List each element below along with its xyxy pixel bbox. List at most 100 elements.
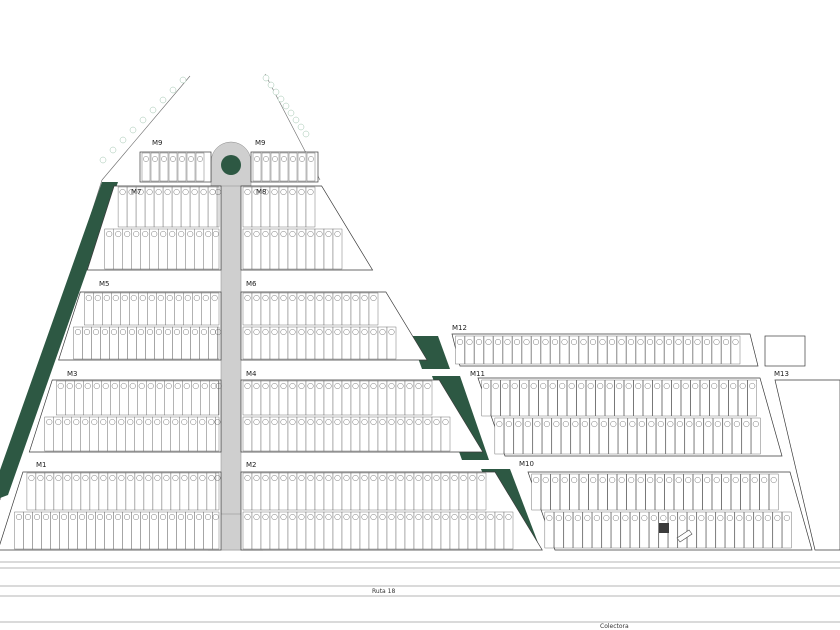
lot[interactable]: [730, 473, 741, 511]
lot[interactable]: [172, 326, 182, 360]
lot[interactable]: [242, 511, 253, 550]
lot[interactable]: [119, 380, 129, 416]
lot[interactable]: [464, 335, 475, 365]
lot[interactable]: [71, 416, 81, 452]
lot[interactable]: [654, 335, 665, 365]
lot[interactable]: [143, 472, 154, 511]
lot[interactable]: [332, 292, 343, 326]
lot[interactable]: [725, 511, 735, 549]
lot[interactable]: [269, 472, 280, 511]
lot[interactable]: [288, 152, 298, 182]
lot[interactable]: [296, 416, 307, 452]
lot[interactable]: [146, 380, 156, 416]
lot[interactable]: [305, 416, 316, 452]
lot[interactable]: [521, 335, 532, 365]
lot[interactable]: [578, 473, 589, 511]
lot[interactable]: [164, 380, 174, 416]
lot[interactable]: [440, 416, 451, 452]
lot[interactable]: [44, 472, 55, 511]
lot[interactable]: [458, 472, 469, 511]
lot[interactable]: [141, 152, 151, 182]
lot[interactable]: [134, 472, 145, 511]
lot[interactable]: [377, 416, 388, 452]
lot[interactable]: [550, 473, 560, 511]
lot[interactable]: [737, 379, 748, 417]
lot[interactable]: [100, 326, 110, 360]
lot[interactable]: [111, 292, 121, 326]
lot[interactable]: [23, 511, 33, 550]
lot[interactable]: [683, 473, 693, 511]
lot[interactable]: [368, 416, 379, 452]
lot[interactable]: [14, 511, 24, 550]
lot[interactable]: [261, 152, 271, 182]
lot[interactable]: [350, 472, 361, 511]
lot[interactable]: [580, 417, 590, 455]
lot[interactable]: [199, 326, 209, 360]
lot[interactable]: [242, 186, 253, 228]
lot[interactable]: [467, 472, 478, 511]
lot[interactable]: [287, 511, 298, 550]
lot[interactable]: [709, 379, 719, 417]
lot[interactable]: [50, 511, 60, 550]
lot[interactable]: [296, 186, 307, 228]
lot[interactable]: [269, 292, 280, 326]
lot[interactable]: [504, 417, 514, 455]
lot[interactable]: [599, 417, 609, 455]
lot[interactable]: [532, 417, 543, 455]
lot[interactable]: [721, 335, 731, 365]
lot[interactable]: [455, 335, 465, 365]
lot[interactable]: [404, 416, 415, 452]
lot[interactable]: [210, 292, 220, 326]
lot[interactable]: [570, 417, 581, 455]
lot[interactable]: [278, 511, 289, 550]
lot[interactable]: [89, 472, 100, 511]
lot[interactable]: [306, 152, 316, 182]
lot[interactable]: [550, 335, 560, 365]
lot[interactable]: [323, 511, 334, 550]
lot[interactable]: [703, 417, 714, 455]
lot[interactable]: [404, 472, 415, 511]
lot[interactable]: [129, 292, 139, 326]
lot[interactable]: [314, 416, 325, 452]
lot[interactable]: [431, 511, 442, 550]
lot[interactable]: [597, 335, 608, 365]
lot[interactable]: [278, 186, 289, 228]
lot[interactable]: [588, 473, 598, 511]
lot[interactable]: [523, 417, 533, 455]
lot[interactable]: [768, 473, 779, 511]
lot[interactable]: [296, 326, 307, 360]
lot[interactable]: [341, 292, 352, 326]
lot[interactable]: [377, 472, 388, 511]
lot[interactable]: [188, 472, 199, 511]
lot[interactable]: [449, 511, 460, 550]
lot[interactable]: [278, 416, 289, 452]
lot[interactable]: [278, 292, 289, 326]
lot[interactable]: [305, 380, 316, 416]
lot[interactable]: [395, 511, 406, 550]
lot[interactable]: [696, 511, 707, 549]
lot[interactable]: [144, 186, 155, 228]
lot[interactable]: [305, 511, 316, 550]
lot[interactable]: [509, 379, 520, 417]
lot[interactable]: [642, 379, 653, 417]
lot[interactable]: [490, 379, 501, 417]
lot[interactable]: [713, 417, 723, 455]
lot[interactable]: [185, 511, 195, 550]
lot[interactable]: [597, 473, 608, 511]
lot[interactable]: [296, 228, 307, 270]
lot[interactable]: [113, 228, 123, 270]
lot[interactable]: [180, 186, 191, 228]
lot[interactable]: [573, 511, 583, 549]
lot[interactable]: [212, 511, 220, 550]
lot[interactable]: [476, 511, 487, 550]
lot[interactable]: [458, 511, 469, 550]
lot[interactable]: [350, 380, 361, 416]
lot[interactable]: [449, 472, 460, 511]
lot[interactable]: [578, 335, 589, 365]
lot[interactable]: [269, 326, 280, 360]
lot[interactable]: [197, 472, 208, 511]
lot[interactable]: [559, 335, 570, 365]
lot[interactable]: [608, 417, 619, 455]
lot[interactable]: [153, 186, 164, 228]
lot[interactable]: [161, 416, 171, 452]
